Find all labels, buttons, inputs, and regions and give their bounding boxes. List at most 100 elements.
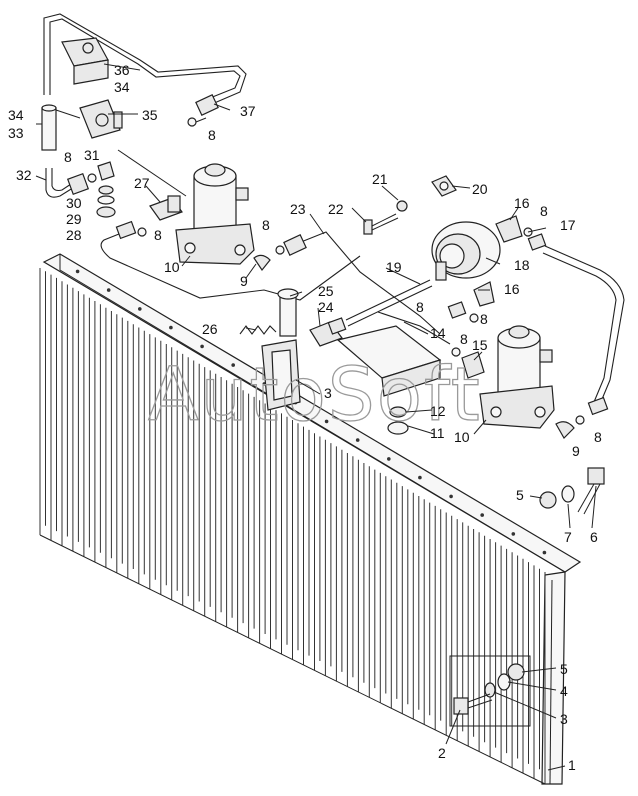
spring-26: [239, 325, 277, 335]
radiator-panel: [39, 253, 582, 785]
callout-4: 4: [560, 683, 568, 699]
hose-23-b: [295, 231, 441, 335]
actuator-right: [479, 325, 555, 429]
callout-9-left: 9: [240, 273, 248, 289]
callout-9-right: 9: [572, 443, 580, 459]
rail-rivet: [418, 475, 422, 480]
callout-33: 33: [8, 125, 24, 141]
rail-rivet: [169, 325, 173, 330]
callout-29: 29: [66, 211, 82, 227]
callout-19: 19: [386, 259, 402, 275]
callout-7: 7: [564, 529, 572, 545]
pipe-37: [43, 13, 247, 105]
callout-5-upper: 5: [516, 487, 524, 503]
fitting-left-8: [115, 220, 147, 240]
callout-22: 22: [328, 201, 344, 217]
tube-32: [45, 168, 77, 198]
frame-rail-edge: [59, 254, 566, 573]
fitting-37: [187, 94, 219, 127]
callout-2: 2: [438, 745, 446, 761]
callout-31: 31: [84, 147, 100, 163]
callout-26: 26: [202, 321, 218, 337]
rail-rivet: [542, 550, 547, 555]
bracket-36: [61, 37, 109, 85]
hose-14: [377, 311, 451, 345]
rod-19: [345, 279, 431, 321]
callout-16-top: 16: [514, 195, 530, 211]
tube-32-inner: [51, 168, 75, 192]
callout-34-left: 34: [8, 107, 24, 123]
callout-8-b: 8: [64, 149, 72, 165]
callout-21: 21: [372, 171, 388, 187]
elbow-16-top: [495, 215, 547, 251]
callout-15: 15: [472, 337, 488, 353]
callout-24: 24: [318, 299, 334, 315]
post-edge: [549, 579, 553, 785]
callout-8-h: 8: [594, 429, 602, 445]
bolt-22: [363, 200, 408, 235]
callout-14: 14: [430, 325, 446, 341]
components: [41, 37, 609, 727]
rail-rivet: [138, 307, 142, 311]
callout-1: 1: [568, 757, 576, 773]
callout-11: 11: [430, 425, 445, 441]
fitting-20: [431, 175, 457, 197]
rail-rivet: [324, 419, 329, 424]
hose-23: [100, 231, 361, 301]
fitting-9-right: [555, 396, 609, 439]
rail-rivet: [231, 363, 235, 367]
fitting-15: [451, 347, 485, 379]
bolt-set-lower: [453, 663, 525, 715]
fitting-stack-left: [66, 161, 116, 218]
callout-18: 18: [514, 257, 530, 273]
callout-8-g: 8: [460, 331, 468, 347]
rail-rivet: [480, 513, 485, 517]
rail-rivet: [449, 494, 453, 499]
callout-34-top: 34: [114, 79, 130, 95]
callout-10-left: 10: [164, 259, 180, 275]
callout-35: 35: [142, 107, 158, 123]
fitting-23: [253, 234, 307, 272]
hose-17-b: [542, 252, 617, 403]
bolt-set-upper: [539, 467, 605, 515]
callout-17: 17: [560, 217, 576, 233]
rail-rivet: [355, 438, 360, 442]
callout-37: 37: [240, 103, 256, 119]
elbow-16-mid: [447, 281, 495, 323]
callout-10-right: 10: [454, 429, 470, 445]
callout-labels: 1 2 3 3 4 5 5 6 7 8 8 8 8 8 8 8 8 8 9 9 …: [8, 62, 602, 773]
callout-16-mid: 16: [504, 281, 520, 297]
rail-rivet: [106, 288, 111, 292]
leader-lines: [35, 63, 597, 771]
detail-box-lower: [449, 655, 531, 727]
callout-8-i: 8: [416, 299, 424, 315]
plate-bracket: [336, 325, 442, 435]
callout-28: 28: [66, 227, 82, 243]
callout-5-lower: 5: [560, 661, 568, 677]
callout-20: 20: [472, 181, 488, 197]
actuator-left: [175, 163, 255, 265]
callout-6: 6: [590, 529, 598, 545]
chamber-18: [431, 221, 501, 281]
rail-rivet: [387, 457, 391, 461]
callout-30: 30: [66, 195, 82, 211]
watermark: AutoSoft: [148, 352, 482, 438]
callout-3: 3: [560, 711, 568, 727]
callout-23: 23: [290, 201, 306, 217]
rod-19-b: [347, 285, 433, 327]
frame-right-post: [541, 571, 566, 785]
hose-17: [544, 245, 625, 405]
clamp-35: [79, 99, 123, 139]
callout-8-d: 8: [262, 217, 270, 233]
callout-8-c: 8: [154, 227, 162, 243]
callout-36: 36: [114, 62, 130, 78]
callout-12: 12: [430, 403, 446, 419]
callout-32: 32: [16, 167, 32, 183]
rail-rivet: [75, 269, 80, 274]
valve-25: [277, 288, 347, 347]
rail-rivet: [200, 344, 204, 349]
callout-25: 25: [318, 283, 334, 299]
callout-8-f: 8: [480, 311, 488, 327]
